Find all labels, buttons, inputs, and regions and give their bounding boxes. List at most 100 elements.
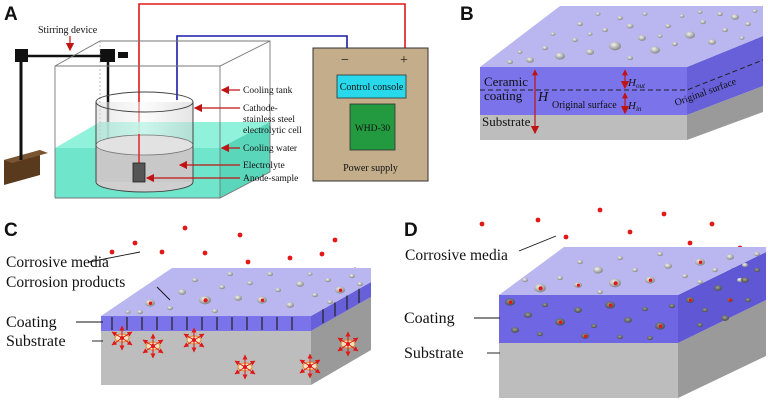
surface-pore <box>517 50 523 54</box>
surface-pore <box>286 302 294 308</box>
corrosive-particle <box>203 298 208 303</box>
b-original-surface-line <box>480 59 764 91</box>
panel-d-letter: D <box>404 220 418 241</box>
d-coating-front <box>499 295 678 343</box>
c-label-coating: Coating <box>6 314 57 331</box>
surface-pore <box>657 251 663 257</box>
corrosive-particle <box>661 211 667 217</box>
d-surface-pores <box>522 251 760 295</box>
c-label-corrosion-products: Corrosion products <box>6 274 125 291</box>
b-substrate-side <box>687 86 763 140</box>
surface-pore <box>722 27 728 33</box>
surface-pore <box>137 309 143 315</box>
product-arrow <box>299 365 311 374</box>
surface-pore <box>327 299 333 305</box>
surface-pore <box>219 284 225 290</box>
surface-pore <box>657 34 663 38</box>
surface-pore <box>227 271 233 277</box>
c-label-substrate: Substrate <box>6 333 66 350</box>
corrosive-particle <box>132 240 138 246</box>
surface-pore <box>595 12 601 16</box>
c-surface-pores <box>125 271 363 315</box>
product-arrow <box>121 337 133 346</box>
c-leader-corrosion-products <box>156 286 171 301</box>
panel-b-letter: B <box>460 4 474 25</box>
surface-pore <box>267 271 273 277</box>
surface-pore <box>626 23 634 29</box>
surface-pore <box>739 36 745 40</box>
surface-pore <box>745 21 751 27</box>
product-arrow <box>299 359 311 367</box>
c-label-corrosive-media: Corrosive media <box>6 254 109 271</box>
power-supply: − + Control console WHD-30 Power supply <box>312 47 429 182</box>
surface-pore <box>697 10 703 14</box>
b-label-original-surface-front: Original surface <box>552 100 617 111</box>
product-arrow <box>337 337 349 345</box>
inner-pore <box>624 317 632 323</box>
inner-pore <box>714 285 722 291</box>
surface-pore <box>550 32 556 36</box>
inner-pore <box>669 303 675 309</box>
surface-pore <box>650 46 660 54</box>
surface-pore <box>754 251 760 257</box>
corrosive-particle <box>709 221 715 227</box>
surface-pore <box>357 281 363 287</box>
corrosive-particle <box>563 234 569 240</box>
panel-b: B Ceramic coating Substrate H Original s… <box>460 4 764 140</box>
label-cathode-2: stainless steel <box>243 115 295 125</box>
corrosive-particle <box>687 240 693 246</box>
surface-pore <box>597 289 603 295</box>
label-cooling-tank: Cooling tank <box>243 86 293 96</box>
surface-pore <box>617 15 623 21</box>
product-arrow <box>244 360 256 368</box>
corrosive-particle <box>648 278 653 282</box>
surface-pore <box>700 19 706 25</box>
surface-pore <box>312 292 318 298</box>
inner-pore <box>754 267 760 273</box>
b-label-h: H <box>537 90 549 105</box>
inner-pore <box>537 331 543 337</box>
d-substrate-front <box>499 343 678 398</box>
surface-pore <box>275 287 281 293</box>
surface-pore <box>685 31 695 39</box>
surface-pore <box>542 45 548 51</box>
c-leader-corrosive-media <box>88 251 141 263</box>
c-coating-cracks <box>111 288 360 330</box>
surface-pore <box>638 35 646 41</box>
b-label-hin: Hin <box>627 100 642 113</box>
corrosive-particle <box>479 221 485 227</box>
b-label-hout: Hout <box>627 77 646 90</box>
product-arrow <box>193 339 205 348</box>
surface-pore <box>307 272 313 276</box>
surface-pore <box>602 27 608 33</box>
inner-pore <box>524 312 532 318</box>
corrosive-particle <box>583 334 588 338</box>
corrosive-particle <box>319 251 325 257</box>
product-arrow <box>234 360 246 368</box>
surface-pore <box>577 259 583 265</box>
product-arrow <box>152 345 164 354</box>
b-label-substrate: Substrate <box>482 114 531 129</box>
inner-pore <box>591 323 597 329</box>
c-coating-side <box>311 282 371 331</box>
anode-sample <box>132 134 146 183</box>
power-supply-label: Power supply <box>343 163 398 174</box>
surface-pore <box>247 280 253 286</box>
d-label-substrate: Substrate <box>404 345 464 362</box>
product-arrow <box>337 343 349 352</box>
d-leader-corrosive-media <box>518 235 557 252</box>
b-coating-side <box>687 36 763 115</box>
inner-pore <box>617 334 623 340</box>
surface-pore <box>627 55 633 61</box>
label-cathode-1: Cathode- <box>243 104 278 114</box>
surface-pore <box>212 308 218 314</box>
surface-pore <box>586 49 594 55</box>
surface-pore <box>572 37 578 43</box>
product-arrow <box>183 339 195 348</box>
plus-terminal: + <box>400 53 408 68</box>
corrosive-particle <box>237 232 243 238</box>
inner-pore <box>511 327 519 333</box>
surface-pore <box>593 266 603 274</box>
